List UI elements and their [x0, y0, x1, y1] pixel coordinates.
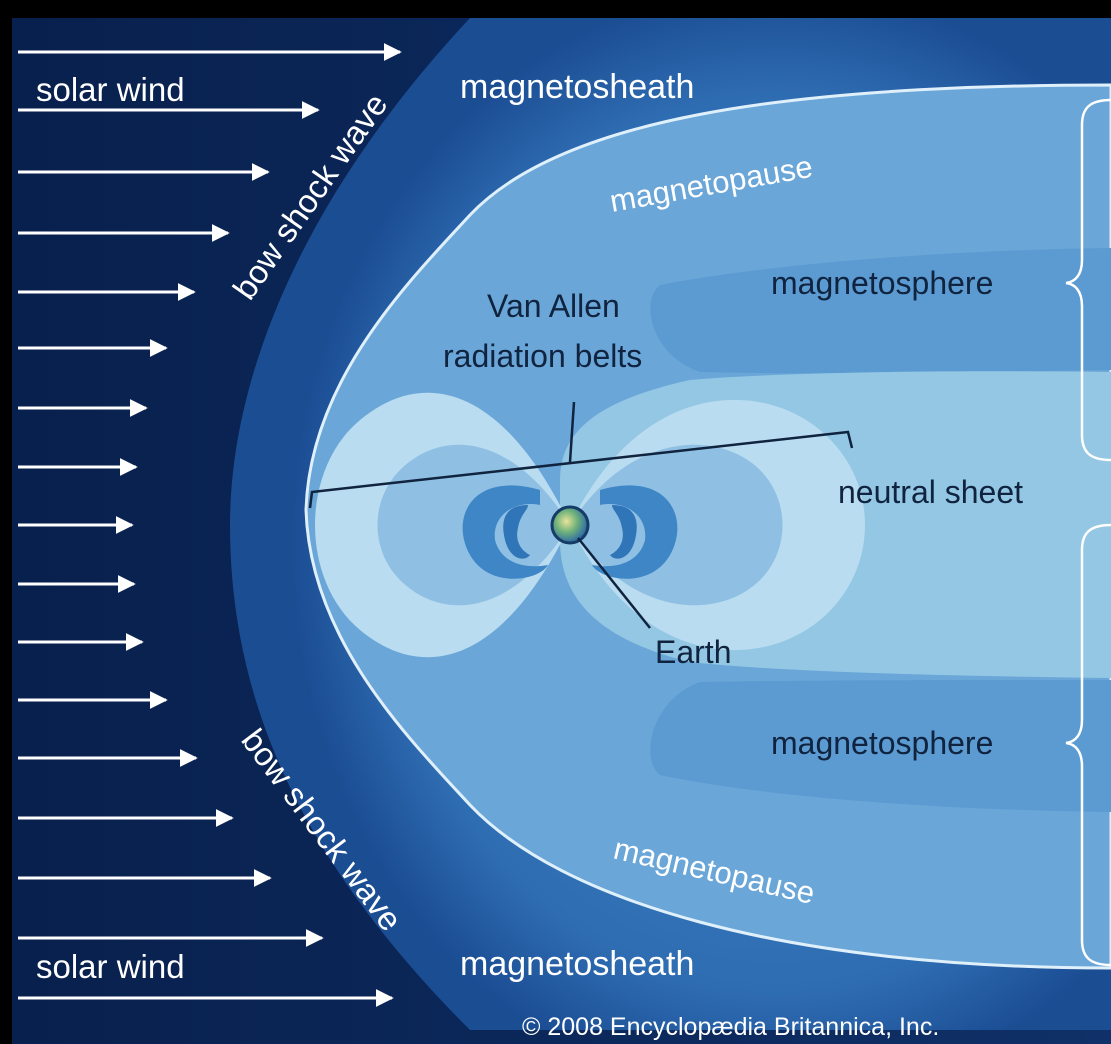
magnetosheath-label-top: magnetosheath	[460, 68, 694, 106]
earth-label: Earth	[655, 634, 731, 670]
earth-pointer	[577, 537, 651, 629]
van-allen-label-line2: radiation belts	[443, 338, 642, 374]
magnetosphere-label-bottom: magnetosphere	[771, 725, 993, 761]
solar-wind-label-top: solar wind	[36, 71, 185, 108]
van-allen-pointer	[568, 401, 576, 463]
neutral-sheet-label: neutral sheet	[838, 474, 1023, 510]
magnetosphere-lower-brace	[1065, 523, 1111, 967]
earth-icon	[550, 505, 590, 545]
radiation-belts	[462, 485, 678, 579]
magnetosphere-lower-band	[650, 680, 1111, 812]
van-allen-label-line1: Van Allen	[487, 288, 620, 324]
magnetosphere-label-top: magnetosphere	[771, 265, 993, 301]
copyright-text: © 2008 Encyclopædia Britannica, Inc.	[522, 1013, 939, 1041]
magnetosheath-label-bottom: magnetosheath	[460, 945, 694, 983]
van-allen-bracket	[308, 430, 854, 509]
magnetosphere-upper-brace	[1065, 98, 1111, 462]
magnetosphere-upper-band	[650, 248, 1111, 374]
solar-wind-arrows	[18, 43, 402, 1007]
solar-wind-label-bottom: solar wind	[36, 948, 185, 985]
